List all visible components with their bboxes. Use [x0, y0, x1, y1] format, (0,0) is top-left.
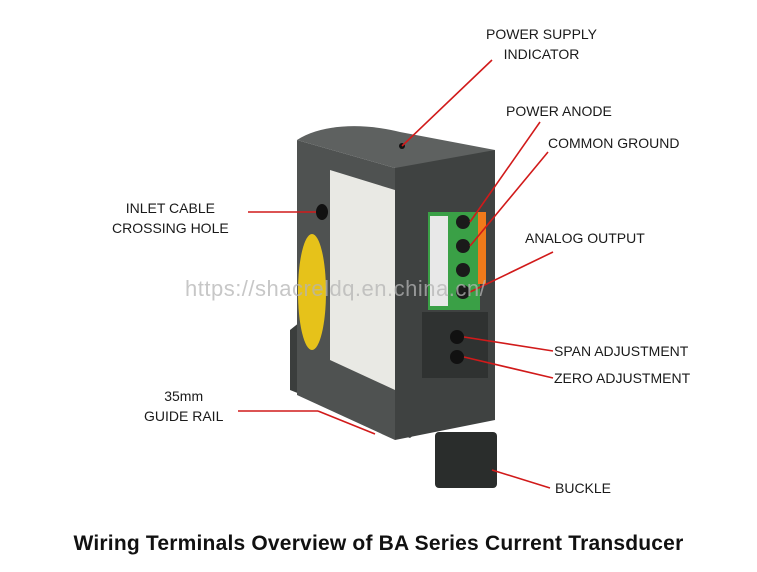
label-common-ground: COMMON GROUND [548, 135, 680, 151]
inlet-hole [316, 204, 328, 220]
page-title: Wiring Terminals Overview of BA Series C… [73, 532, 684, 555]
leader-span [463, 336, 554, 352]
yellow-label [298, 234, 326, 350]
spec-sticker [330, 170, 395, 390]
leader-zero [463, 356, 554, 379]
adjustment-panel [422, 312, 488, 378]
housing-top [297, 126, 495, 168]
orange-connector [478, 212, 486, 284]
label-line-2: GUIDE RAIL [144, 408, 224, 424]
leader-common-ground [469, 151, 549, 247]
terminal-screw [456, 215, 470, 229]
label-buckle: BUCKLE [555, 480, 612, 496]
leader-analog-output [469, 251, 554, 293]
label-zero-adjustment: ZERO ADJUSTMENT [554, 370, 691, 386]
leader-buckle [491, 469, 551, 489]
zero-potentiometer [450, 350, 464, 364]
label-analog-output: ANALOG OUTPUT [525, 230, 645, 246]
label-line-2: INDICATOR [503, 46, 580, 62]
label-inlet-cable: INLET CABLE CROSSING HOLE [112, 198, 229, 238]
label-span-adjustment: SPAN ADJUSTMENT [554, 343, 689, 359]
label-line-1: 35mm [164, 388, 204, 404]
watermark: https://shacreldq.en.china.cn/ [185, 276, 487, 301]
terminal-screw [456, 285, 470, 299]
label-power-supply-indicator: POWER SUPPLY INDICATOR [486, 24, 597, 64]
label-power-anode: POWER ANODE [506, 103, 612, 119]
leader-power-supply [401, 59, 493, 147]
terminal-screw [456, 263, 470, 277]
leader-guide-rail-2 [317, 410, 376, 435]
label-guide-rail: 35mm GUIDE RAIL [144, 386, 223, 426]
label-line-1: POWER SUPPLY [486, 26, 597, 42]
label-line-1: INLET CABLE [125, 200, 215, 216]
label-line-2: CROSSING HOLE [112, 220, 229, 236]
buckle-clip [435, 432, 497, 488]
leader-power-anode [469, 121, 541, 223]
terminal-markings [430, 216, 448, 306]
span-potentiometer [450, 330, 464, 344]
terminal-screw [456, 239, 470, 253]
